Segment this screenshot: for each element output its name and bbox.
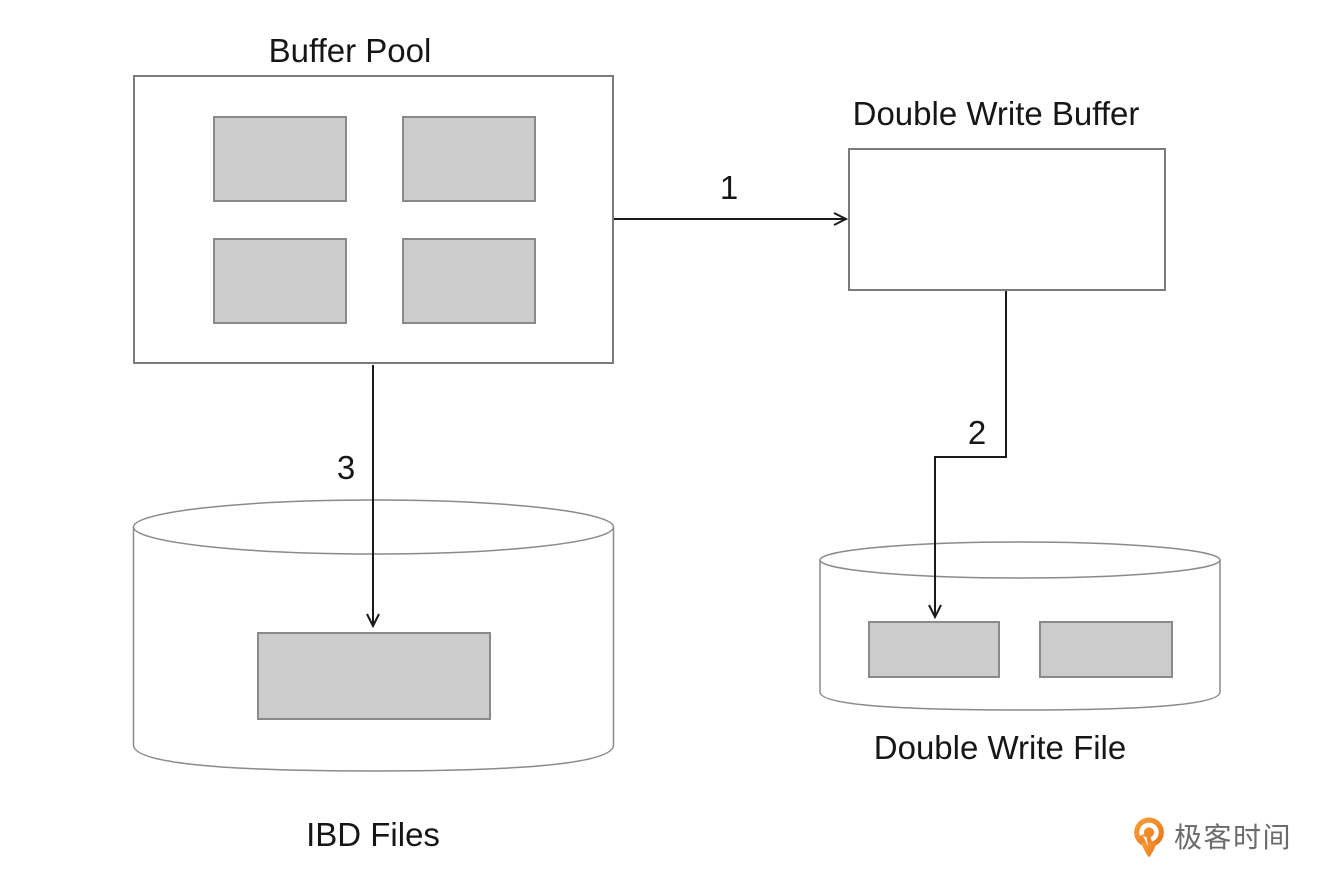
double-write-file-title: Double Write File xyxy=(873,729,1127,766)
arrow-step-2-label: 2 xyxy=(967,414,987,451)
buffer-pool-box xyxy=(133,75,614,364)
ibd-files-title: IBD Files xyxy=(306,816,440,853)
double-write-buffer-box xyxy=(848,148,1166,291)
page-block xyxy=(1039,621,1173,678)
buffer-pool-title: Buffer Pool xyxy=(268,32,432,69)
dwf-cylinder-top xyxy=(819,541,1221,579)
arrow-step-1-label: 1 xyxy=(719,169,739,206)
arrow-step-3-label: 3 xyxy=(336,449,356,486)
page-block xyxy=(402,238,536,324)
geektime-logo-text: 极客时间 xyxy=(1174,821,1293,853)
page-block xyxy=(402,116,536,202)
page-block xyxy=(213,238,347,324)
page-block xyxy=(257,632,491,720)
geektime-pin-icon xyxy=(1134,817,1164,858)
arrow-step-2 xyxy=(928,291,1007,620)
page-block xyxy=(868,621,1000,678)
geektime-logo: 极客时间 xyxy=(1133,817,1292,858)
double-write-buffer-title: Double Write Buffer xyxy=(852,95,1140,132)
page-block xyxy=(213,116,347,202)
